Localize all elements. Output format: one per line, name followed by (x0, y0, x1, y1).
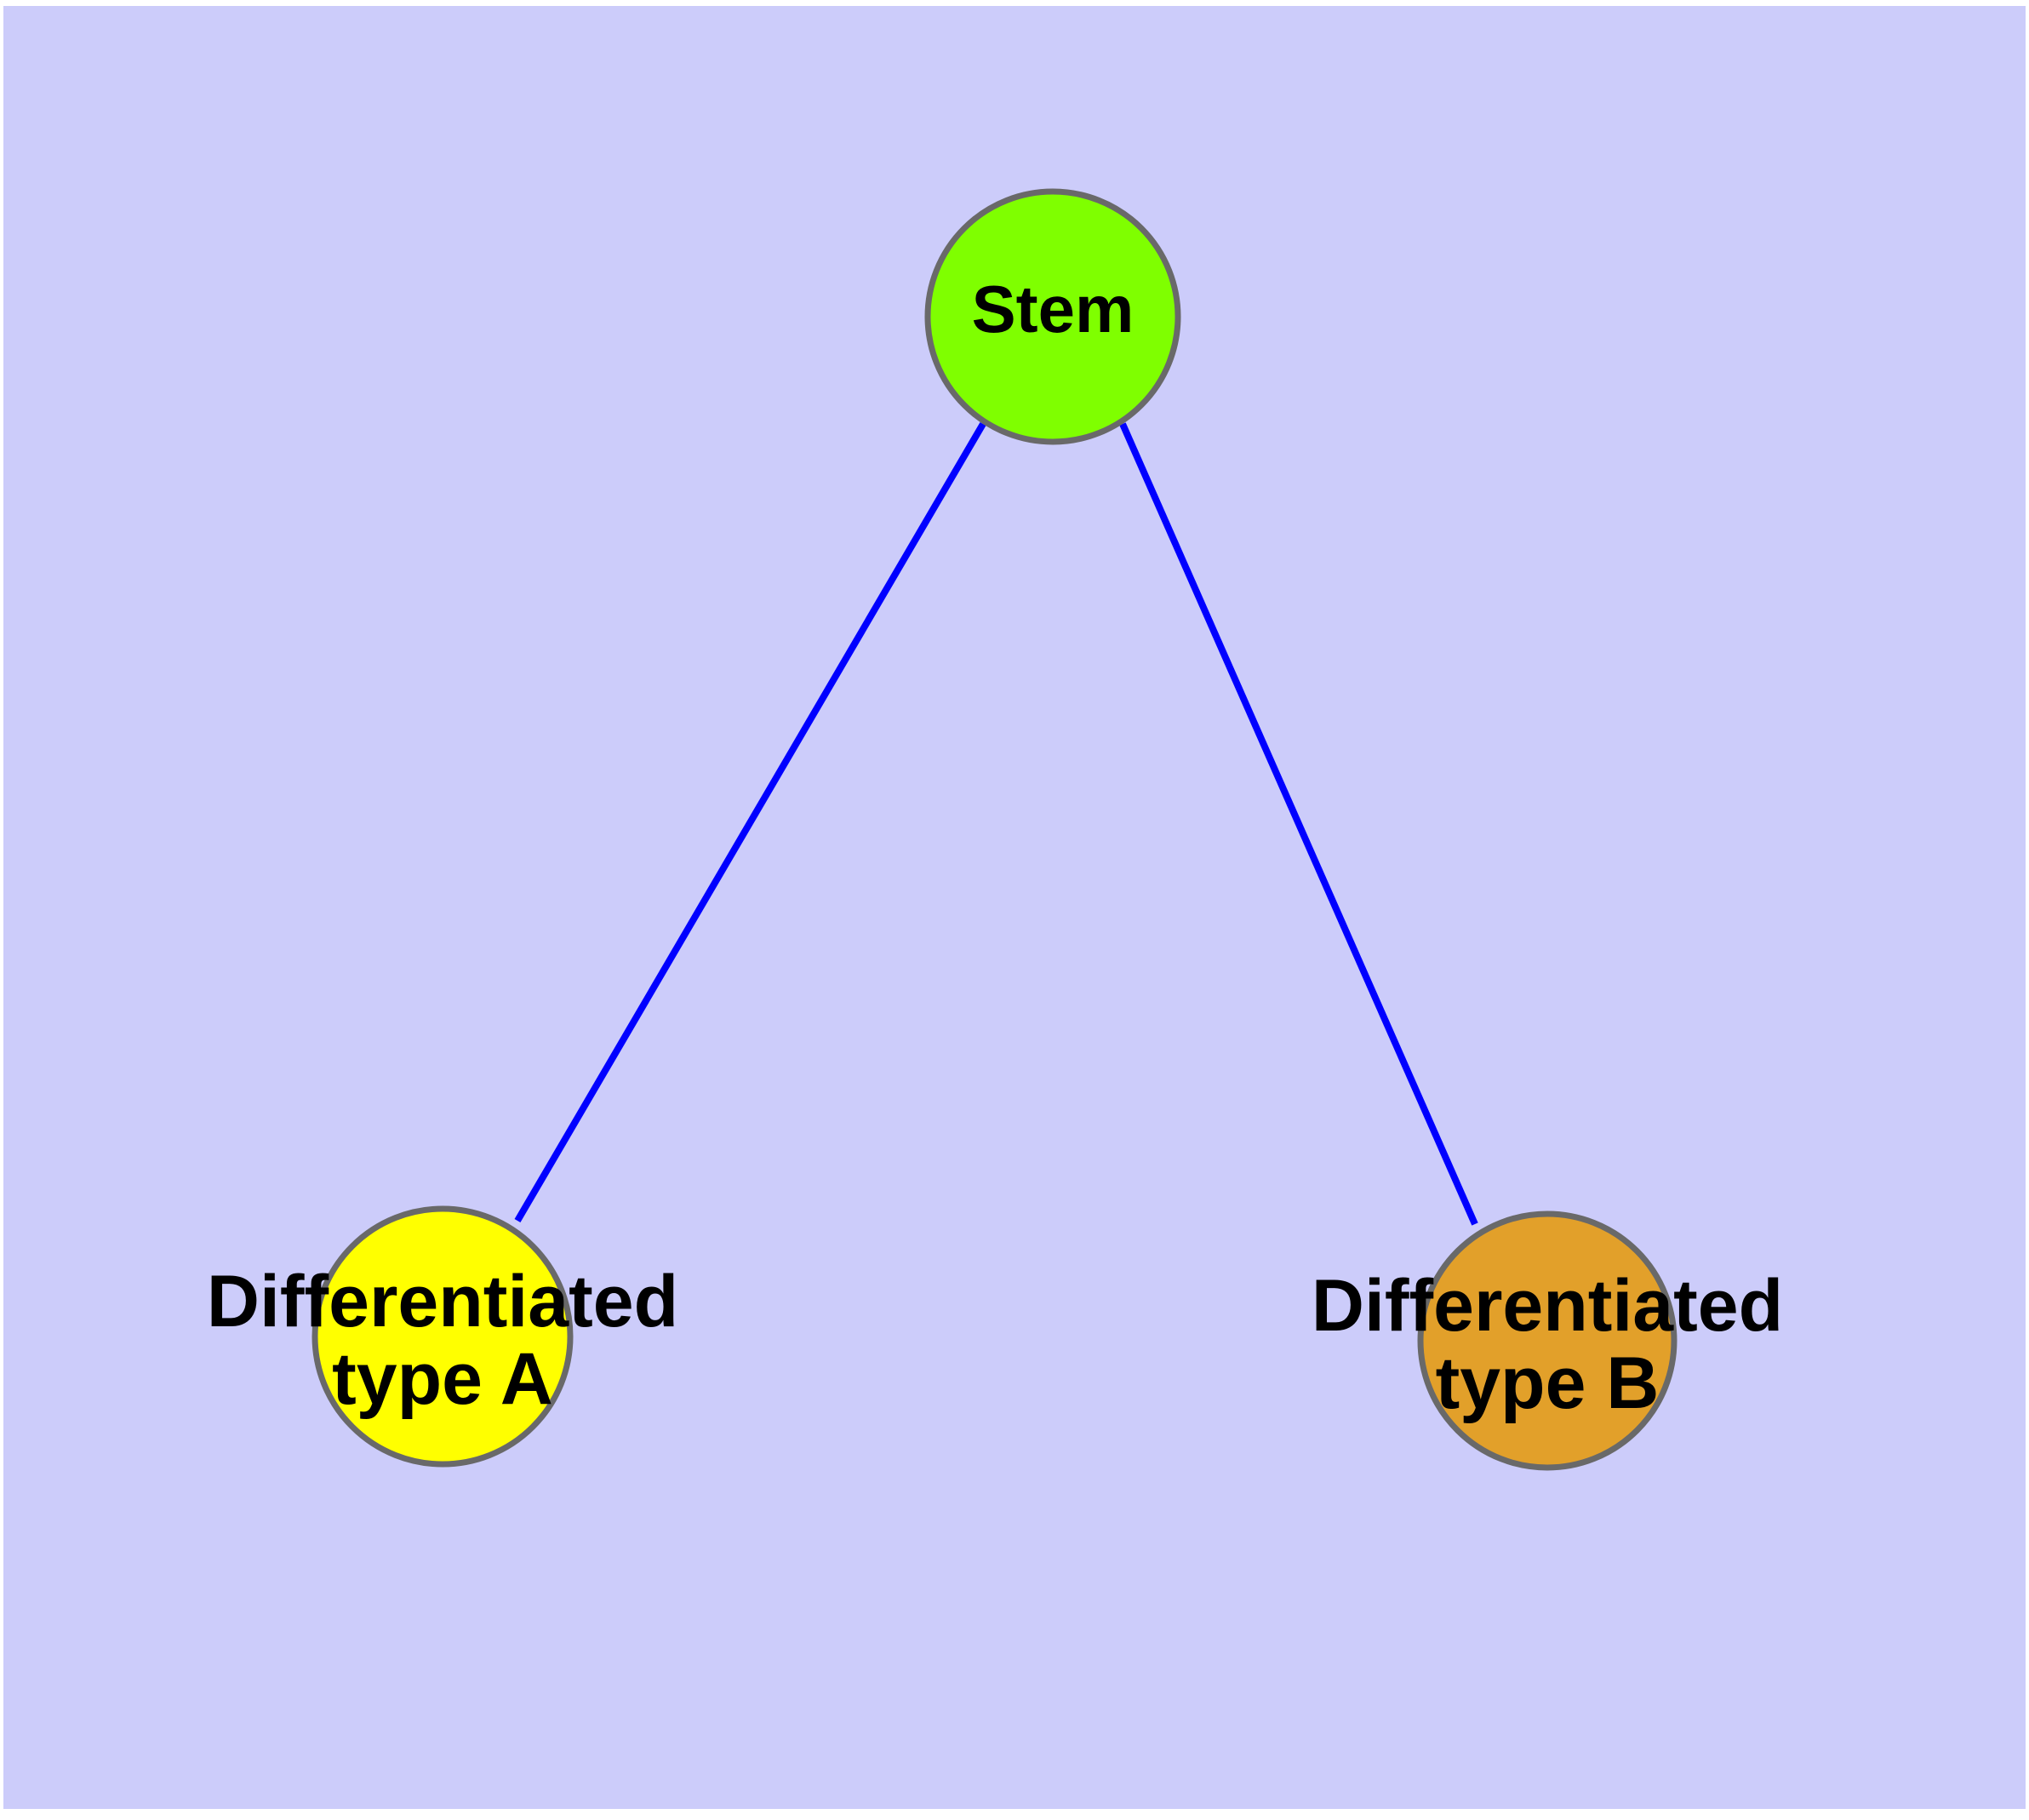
edge-stem-to-differentiated-type-a (514, 421, 986, 1223)
node-stem[interactable] (924, 188, 1181, 445)
edge-stem-to-differentiated-type-b (1119, 422, 1478, 1226)
edge-layer (514, 421, 1478, 1226)
node-differentiated-type-b[interactable] (1417, 1210, 1677, 1471)
node-layer (311, 188, 1677, 1471)
node-differentiated-type-a[interactable] (311, 1205, 574, 1468)
